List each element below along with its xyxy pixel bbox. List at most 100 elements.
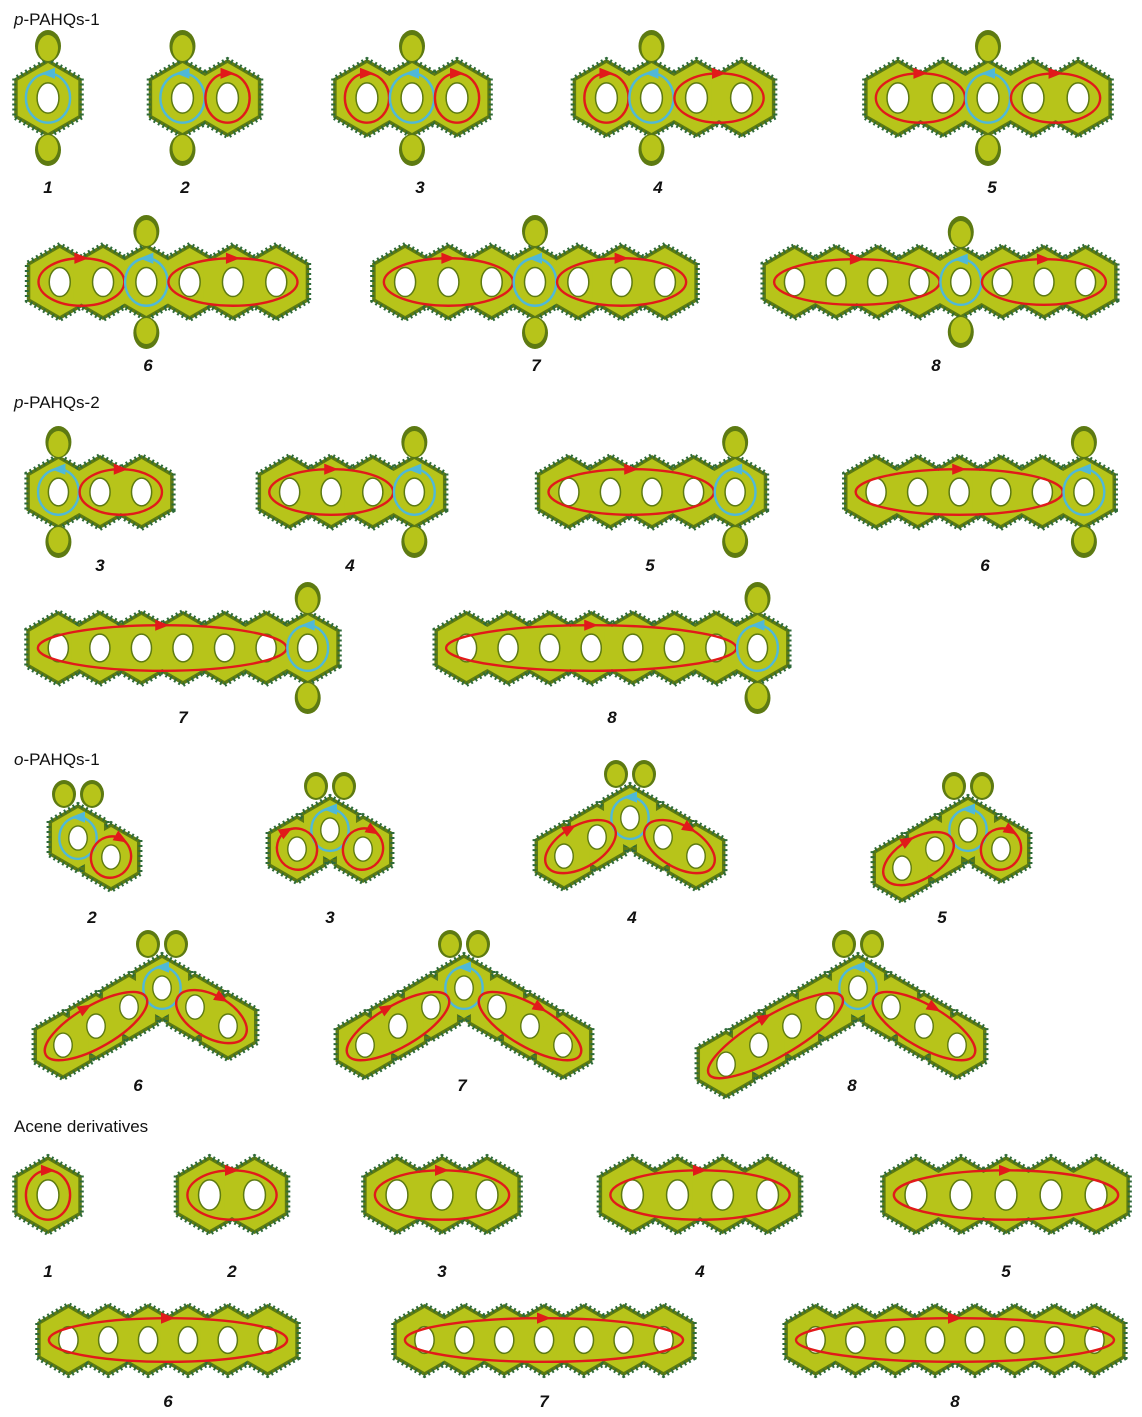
molecule xyxy=(862,30,1114,166)
ring-hole xyxy=(865,477,887,507)
ring-hole xyxy=(587,824,607,850)
current-direction-arrow xyxy=(1048,67,1063,79)
ring-hole xyxy=(414,1325,435,1355)
ring-hole xyxy=(480,266,503,298)
ring-hole xyxy=(523,266,547,298)
ring-hole xyxy=(36,82,60,114)
molecule xyxy=(782,1301,1128,1379)
ring-hole xyxy=(904,1179,928,1211)
ring-hole xyxy=(403,477,426,507)
ring-hole xyxy=(639,82,664,114)
ring-hole xyxy=(91,266,115,298)
ring-hole xyxy=(48,266,71,298)
current-direction-arrow xyxy=(323,803,337,815)
ring-hole xyxy=(101,844,121,870)
oxygen-lobe xyxy=(1073,431,1094,457)
current-direction-arrow xyxy=(623,791,637,803)
ring-hole xyxy=(1044,1325,1066,1355)
molecule xyxy=(532,760,728,893)
section-name: Acene derivatives xyxy=(14,1117,149,1136)
compound-label: 2 xyxy=(180,178,190,197)
ring-hole xyxy=(1066,82,1090,114)
oxygen-lobe xyxy=(725,431,746,457)
current-direction-arrow xyxy=(537,1312,551,1324)
ring-hole xyxy=(620,1179,645,1211)
compound-label: 7 xyxy=(539,1392,549,1411)
ring-hole xyxy=(47,633,70,663)
current-direction-arrow xyxy=(277,827,293,840)
oxygen-lobe xyxy=(973,776,991,798)
ring-hole xyxy=(388,1013,408,1039)
oxygen-lobe xyxy=(48,527,69,553)
ring-hole xyxy=(185,994,205,1020)
ring-hole xyxy=(520,1013,540,1039)
current-direction-arrow xyxy=(441,252,456,264)
ring-hole xyxy=(393,266,417,298)
ring-hole xyxy=(914,1013,934,1039)
molecule xyxy=(694,930,989,1101)
ring-hole xyxy=(710,1179,735,1211)
section-prefix: p xyxy=(14,393,24,412)
ring-hole xyxy=(1039,1179,1063,1211)
current-direction-arrow xyxy=(139,252,154,264)
compound-label: 3 xyxy=(415,178,425,197)
compound-label: 4 xyxy=(695,1262,705,1281)
current-direction-arrow xyxy=(220,67,235,79)
oxygen-lobe xyxy=(835,934,853,956)
current-direction-arrow xyxy=(624,463,639,475)
current-direction-arrow xyxy=(213,990,229,1002)
current-direction-arrow xyxy=(756,1014,772,1026)
section-title-p-pahqs-1: p-PAHQs-1 xyxy=(14,10,100,30)
ring-hole xyxy=(172,633,194,663)
ring-hole xyxy=(538,633,561,663)
oxygen-lobe xyxy=(335,776,353,798)
ring-hole xyxy=(599,477,622,507)
current-direction-arrow xyxy=(953,253,968,265)
ring-hole xyxy=(1031,477,1054,507)
ring-hole xyxy=(119,994,139,1020)
current-direction-arrow xyxy=(849,253,864,265)
oxygen-lobe xyxy=(297,683,318,709)
molecule xyxy=(331,30,493,166)
current-direction-arrow xyxy=(1076,463,1091,475)
ring-hole xyxy=(958,817,978,843)
section-title-acene-derivatives: Acene derivatives xyxy=(14,1117,148,1137)
ring-hole xyxy=(455,633,478,663)
ring-hole xyxy=(36,1179,60,1211)
ring-hole xyxy=(255,633,277,663)
compound-label: 6 xyxy=(133,1076,143,1095)
molecule xyxy=(870,772,1033,905)
ring-hole xyxy=(221,266,245,298)
ring-hole xyxy=(613,1325,635,1355)
oxygen-lobe xyxy=(641,135,662,161)
ring-hole xyxy=(197,1179,222,1211)
current-direction-arrow xyxy=(324,463,339,475)
ring-hole xyxy=(355,1032,375,1058)
current-direction-arrow xyxy=(155,619,170,631)
ring-hole xyxy=(580,633,603,663)
current-direction-arrow xyxy=(74,252,89,264)
oxygen-lobe xyxy=(607,764,625,786)
ring-hole xyxy=(278,477,301,507)
ring-hole xyxy=(89,633,111,663)
current-direction-arrow xyxy=(113,463,128,475)
current-direction-arrow xyxy=(952,463,967,475)
current-direction-arrow xyxy=(981,67,995,79)
compound-label: 5 xyxy=(987,178,997,197)
ring-hole xyxy=(1074,267,1097,297)
current-direction-arrow xyxy=(51,463,66,475)
oxygen-lobe xyxy=(725,527,746,553)
current-direction-arrow xyxy=(364,822,380,835)
molecule xyxy=(370,215,700,349)
ring-hole xyxy=(1084,1325,1105,1355)
section-name: -PAHQs-2 xyxy=(23,393,100,412)
molecule xyxy=(534,426,770,558)
compound-label: 1 xyxy=(43,1262,53,1281)
compound-label: 8 xyxy=(950,1392,960,1411)
ring-hole xyxy=(68,825,88,851)
molecule xyxy=(173,1153,291,1237)
oxygen-lobe xyxy=(172,135,193,161)
current-direction-arrow xyxy=(531,999,547,1012)
ring-hole xyxy=(886,82,910,114)
